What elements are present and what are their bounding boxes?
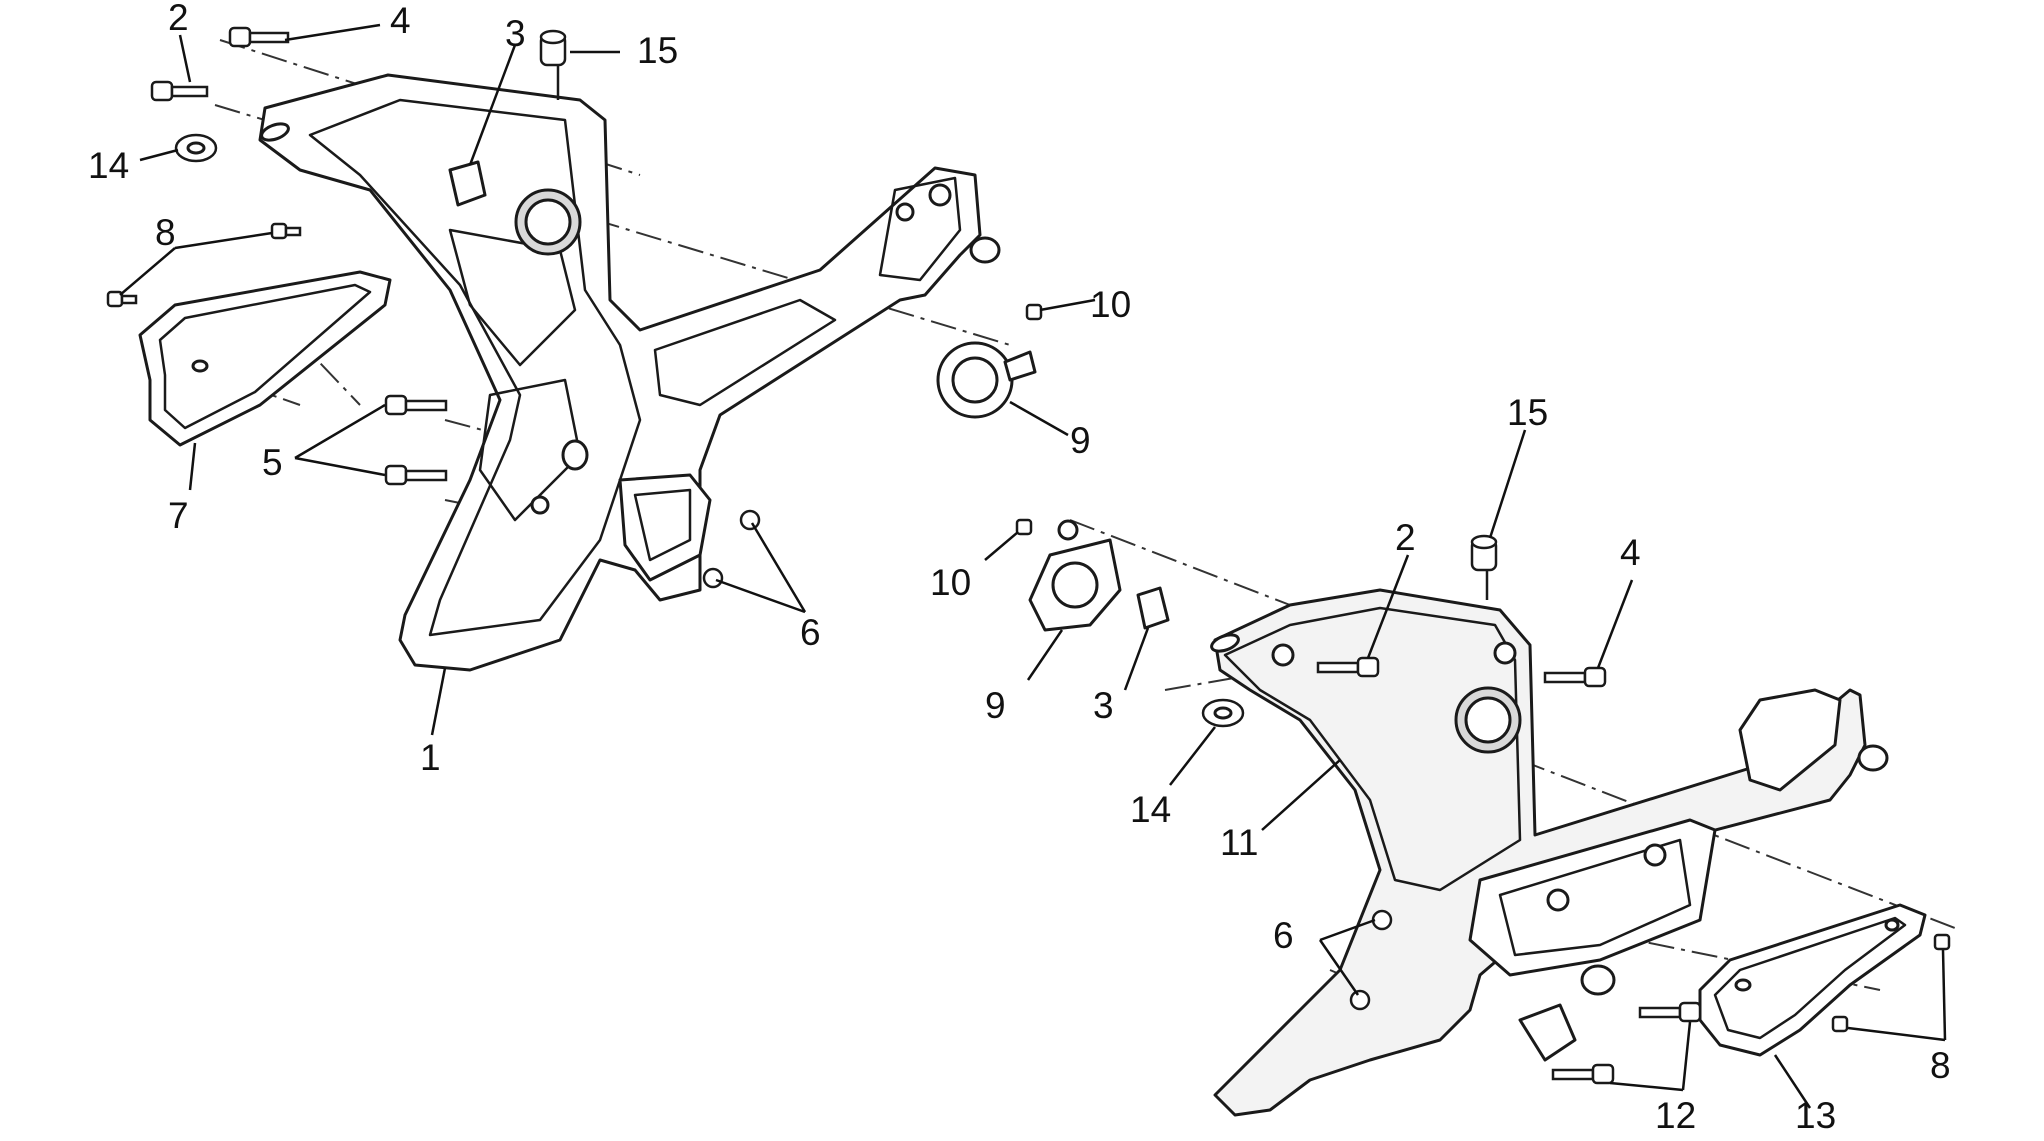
callout-5: 5 bbox=[262, 442, 283, 483]
callout-4-right: 4 bbox=[1620, 532, 1641, 573]
callout-2-right: 2 bbox=[1395, 517, 1416, 558]
callout-9-right: 9 bbox=[985, 685, 1006, 726]
left-hardware bbox=[106, 26, 1043, 589]
callout-13: 13 bbox=[1795, 1095, 1836, 1136]
callout-10-right: 10 bbox=[930, 562, 971, 603]
callout-9-left: 9 bbox=[1070, 420, 1091, 461]
callout-1: 1 bbox=[420, 737, 441, 778]
callout-3-right: 3 bbox=[1093, 685, 1114, 726]
callout-11: 11 bbox=[1220, 822, 1258, 863]
callout-10-left: 10 bbox=[1090, 284, 1131, 325]
callout-7: 7 bbox=[168, 495, 189, 536]
leader-lines bbox=[119, 23, 1947, 1109]
right-cover-plate bbox=[1698, 903, 1927, 1057]
callout-6-right: 6 bbox=[1273, 915, 1294, 956]
callout-14-right: 14 bbox=[1130, 789, 1171, 830]
callout-8-right: 8 bbox=[1930, 1045, 1951, 1086]
callout-14-left: 14 bbox=[88, 145, 129, 186]
right-frame-bracket bbox=[1210, 570, 1889, 1117]
callout-6-left: 6 bbox=[800, 612, 821, 653]
left-frame-bracket bbox=[258, 60, 1001, 672]
callout-4-left: 4 bbox=[390, 0, 411, 41]
left-cover-plate bbox=[138, 270, 392, 447]
callout-15-left: 15 bbox=[637, 30, 678, 71]
callout-8-left: 8 bbox=[155, 212, 176, 253]
callout-2-left: 2 bbox=[168, 0, 189, 38]
callout-12: 12 bbox=[1655, 1095, 1696, 1136]
callout-3-left: 3 bbox=[505, 13, 526, 54]
callout-labels: 2 4 3 15 14 8 5 7 6 1 10 9 15 2 4 10 9 3… bbox=[88, 0, 1951, 1136]
callout-15-right: 15 bbox=[1507, 392, 1548, 433]
right-hardware bbox=[1015, 518, 1951, 1085]
